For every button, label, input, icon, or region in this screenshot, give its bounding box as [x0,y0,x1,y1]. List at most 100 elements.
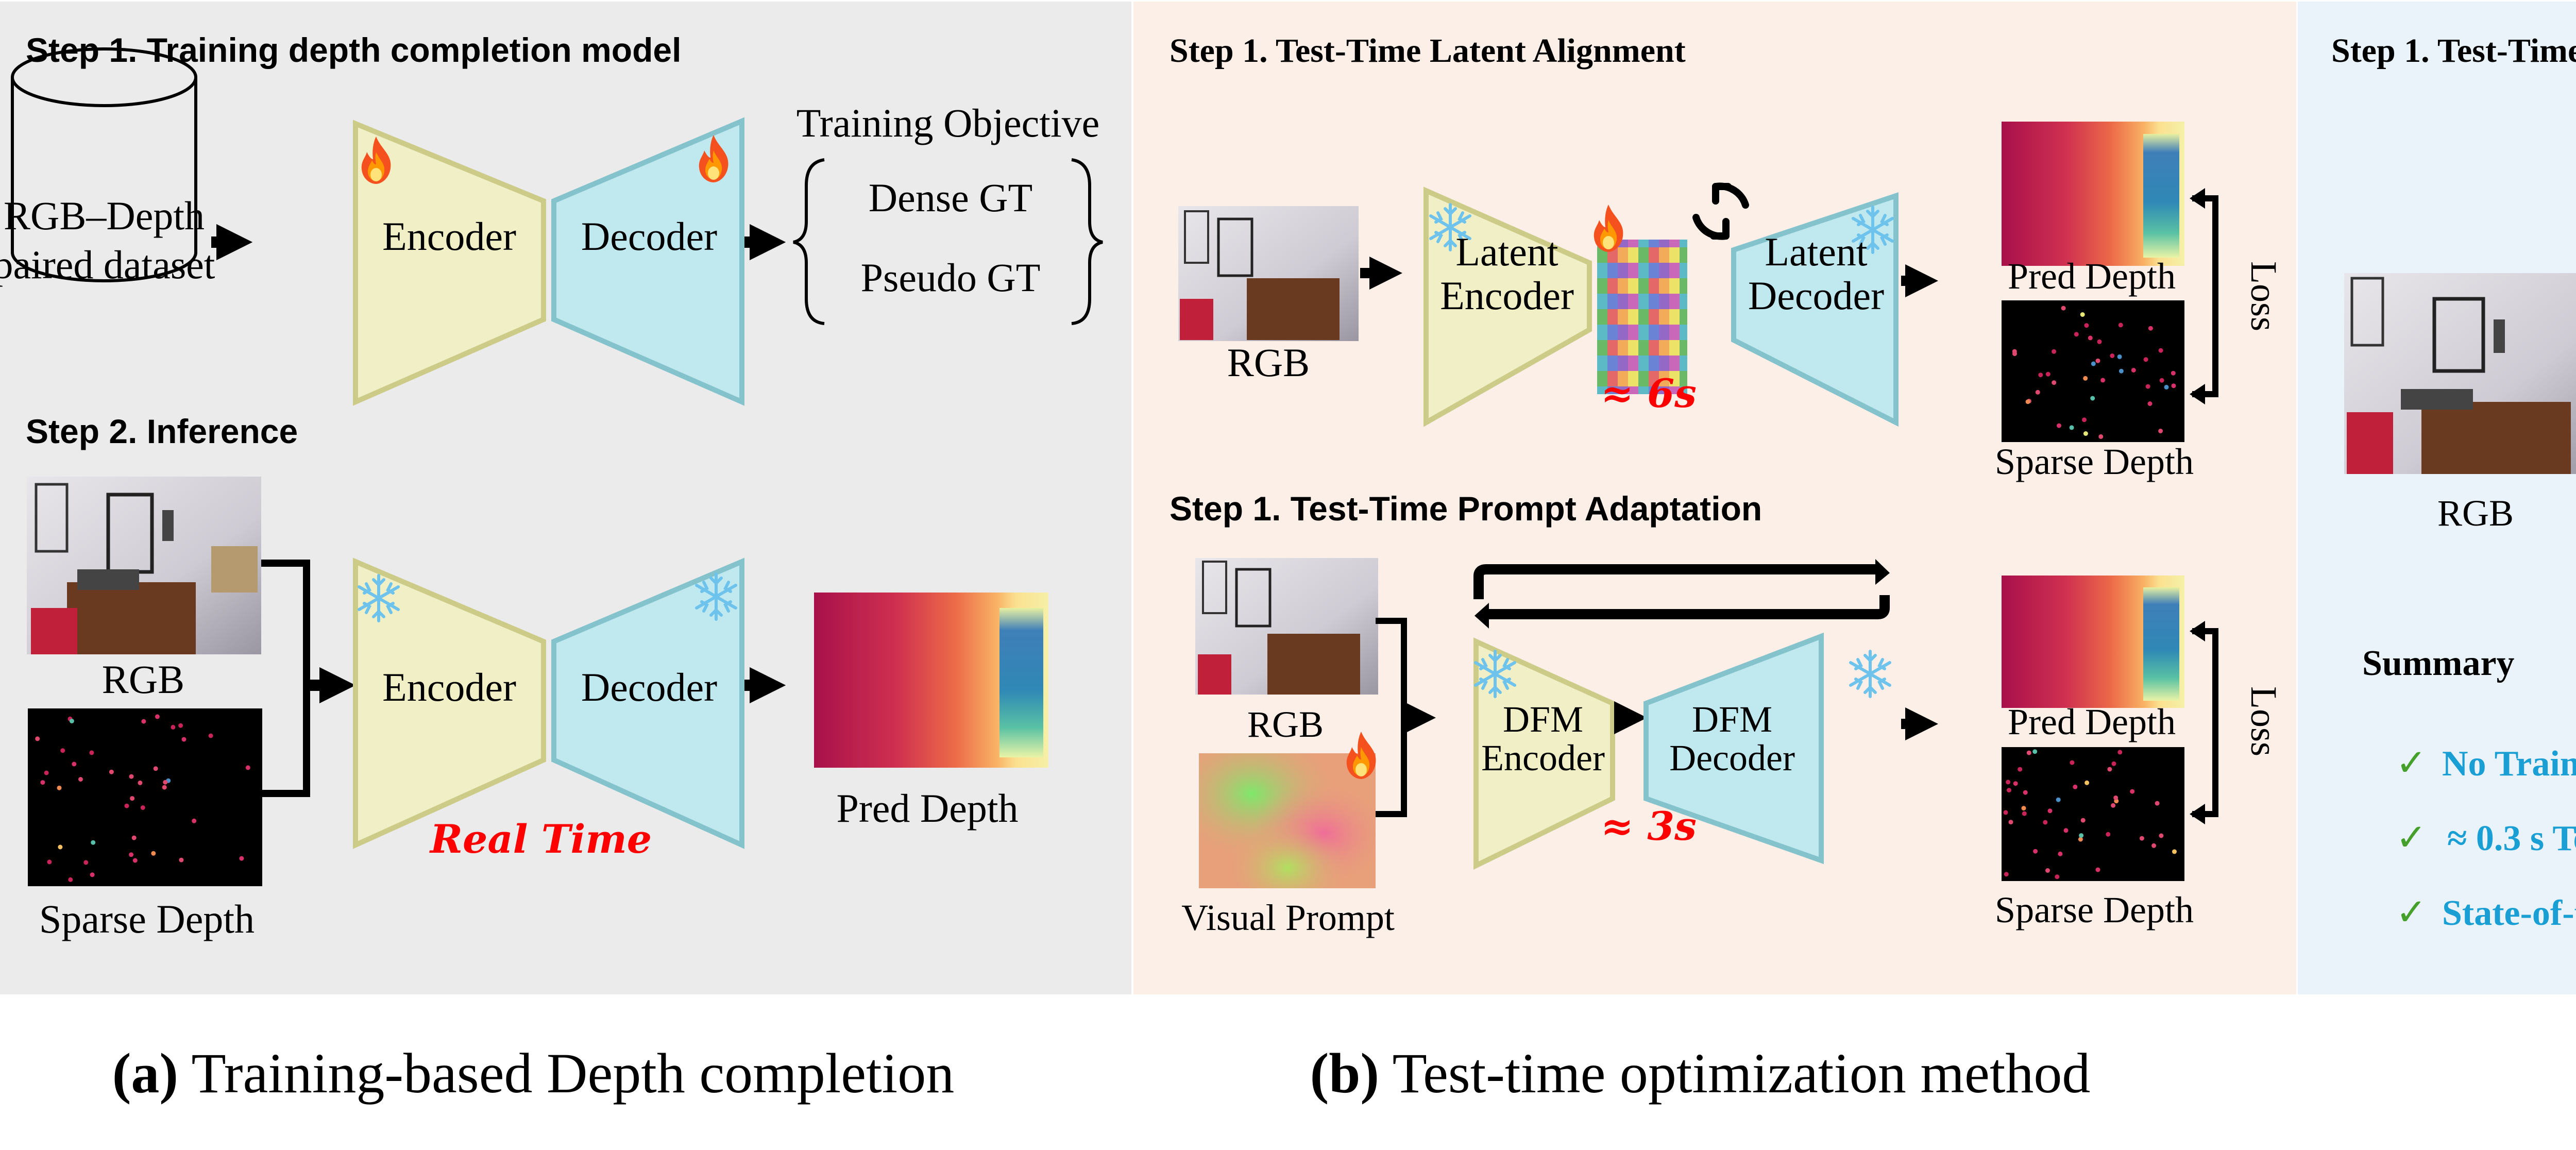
rgb-image [1178,206,1359,341]
dfm-decoder-label-line2: Decoder [1669,737,1795,779]
summary-item-text: No Training Required [2442,744,2576,784]
time-label-latent: ≈ 6s [1601,370,1697,416]
summary-item-text: ≈ 0.3 s Test-Time Optimization [2447,819,2576,858]
latent-decoder-block [1731,192,1899,427]
rgb-label: RGB [1227,340,1310,385]
sparse-depth-point [2082,417,2087,422]
sparse-depth-point [155,714,160,719]
pred-depth-label: Pred Depth [2008,701,2176,742]
visual-prompt-label: Visual Prompt [1181,897,1395,938]
sparse-depth-point [57,785,62,790]
decoder-label-inference: Decoder [581,665,717,709]
loss-arrow-head-top [2190,621,2205,641]
sparse-depth-point [109,769,114,774]
caption-b-text: Test-time optimization method [1379,1042,2090,1105]
encoder-label: Encoder [382,214,516,259]
caption-a-letter: (a) [112,1042,178,1105]
sparse-depth-point [2008,820,2013,825]
sparse-depth-point [171,724,176,730]
sparse-depth-point [44,770,49,775]
right-brace [1071,158,1103,325]
rgb-label: RGB [102,657,184,702]
sparse-depth-point [2164,384,2169,390]
loss-label: Loss [2243,261,2284,331]
sparse-depth-point [129,852,134,857]
sparse-depth-point [2083,431,2088,436]
sparse-depth-point [2147,401,2153,406]
sparse-depth-point [2098,434,2104,439]
sparse-depth-point [2091,361,2096,366]
sparse-depth-point [2171,383,2176,388]
pred-depth-image [2002,122,2184,266]
sparse-depth-point [2100,378,2106,383]
loop-arrow-backward [1489,595,1890,619]
sparse-depth-point [2155,801,2160,806]
dfm-decoder-block [1643,632,1824,865]
sparse-depth-point [89,750,94,755]
dataset-label-line2: paired dataset [0,242,215,287]
panel-c-background [2298,2,2576,994]
panel-a-step2-title: Step 2. Inference [26,412,298,450]
sparse-depth-point [2058,851,2063,856]
sparse-depth-point [2026,750,2031,755]
pred-depth-image [814,593,1048,768]
sparse-depth-point [58,844,63,850]
latent-decoder-label-line1: Latent [1765,229,1868,274]
sparse-depth-point [2111,761,2116,766]
sparse-depth-point [2022,811,2027,816]
sparse-depth-point [2035,390,2040,395]
sparse-depth-point [91,840,96,845]
sparse-depth-point [140,805,145,810]
dfm-encoder-label-line2: Encoder [1481,737,1605,779]
sparse-depth-point [2025,399,2030,404]
summary-item: ✓ ≈ 0.3 s Test-Time Optimization [2396,816,2576,859]
dataset-label-line1: RGB–Depth [4,193,205,238]
sparse-depth-point [2045,371,2050,377]
rgb-image [1195,558,1378,695]
left-brace [793,158,825,325]
sparse-depth-point [129,774,134,779]
decoder-block-inference [551,557,744,849]
summary-item: ✓ No Training Required [2396,741,2576,784]
objective-item-dense-gt: Dense GT [869,175,1032,220]
sparse-depth-point [163,780,168,785]
sparse-depth-point [2045,868,2050,873]
sparse-depth-point [2118,323,2123,328]
dfm-encoder-block [1473,637,1615,870]
sparse-depth-point [2158,429,2163,433]
sparse-depth-point [2084,780,2090,785]
sparse-depth-point [2055,874,2060,880]
sparse-depth-point [2047,808,2053,814]
sparse-depth-point [2145,384,2150,389]
sparse-depth-label: Sparse Depth [1995,889,2194,931]
pred-depth-image [2002,576,2184,708]
latent-encoder-label-line2: Encoder [1440,273,1574,318]
sparse-depth-image [2002,300,2184,442]
sparse-depth-point [2151,843,2157,848]
sparse-depth-point [2113,795,2119,800]
caption-b: (b) Test-time optimization method [1310,1042,2091,1105]
panel-c: Step 1. Test-Time Subspace Alignment ≈ 0… [2331,32,2576,934]
sparse-depth-point [2143,357,2148,362]
panel-b-step1b-title: Step 1. Test-Time Prompt Adaptation [1170,489,1762,528]
encoder-block-inference [353,557,546,849]
sparse-depth-point [2079,833,2084,838]
visual-prompt-image [1199,753,1376,888]
loss-arrow-head-bottom [2190,384,2205,404]
pred-depth-label: Pred Depth [836,786,1018,831]
sparse-depth-point [2078,837,2083,842]
latent-code-image [1597,240,1687,394]
rgb-image [27,477,261,654]
dfm-decoder-label-line1: DFM [1692,699,1772,740]
sparse-depth-point [2006,780,2011,785]
sparse-depth-point [2106,832,2111,837]
sparse-depth-point [130,796,135,801]
loss-arrow-head-bottom [2190,804,2205,824]
decoder-block [551,117,744,406]
sparse-depth-point [153,766,158,771]
sparse-depth-point [245,765,250,770]
sparse-depth-point [2084,323,2089,328]
panel-a: Step 1. Training depth completion model … [0,31,1103,941]
sparse-depth-point [47,859,52,865]
sparse-depth-point [2043,820,2048,825]
